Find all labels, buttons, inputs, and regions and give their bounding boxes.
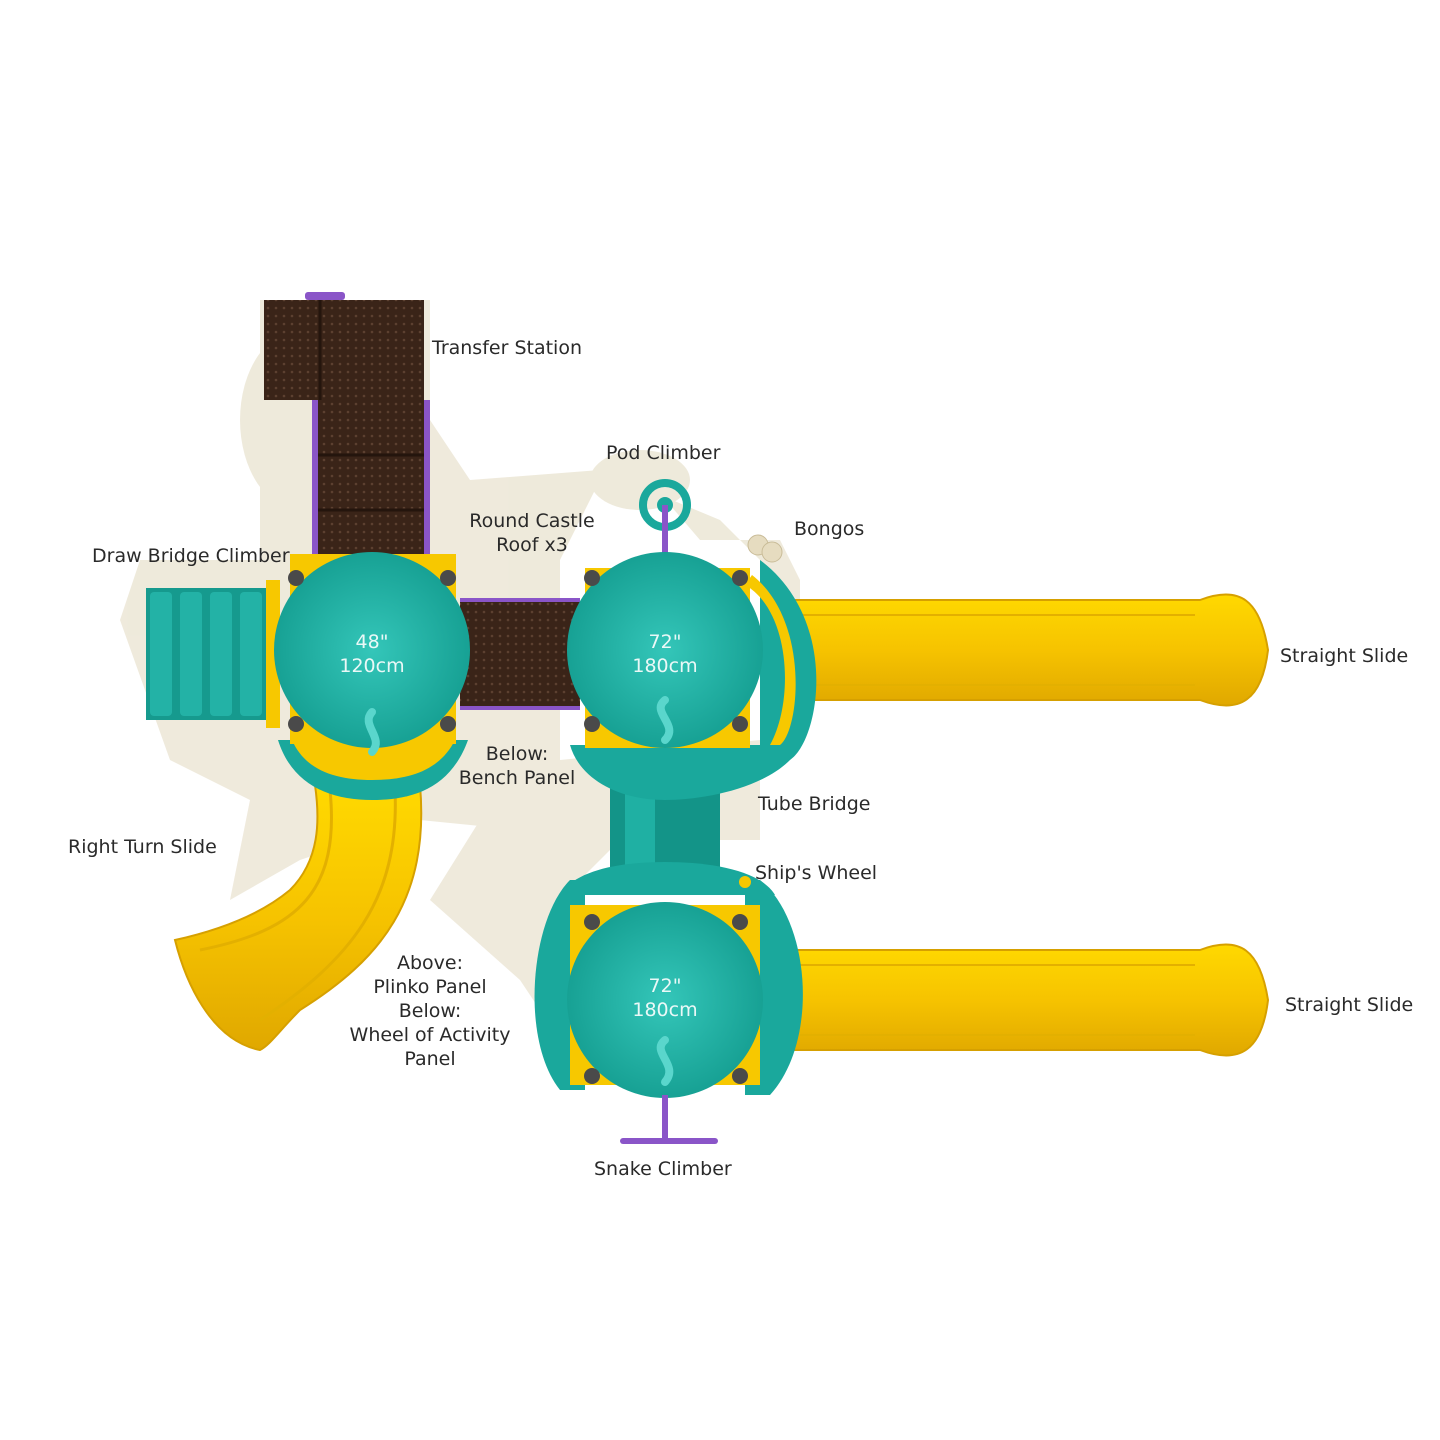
label-straight-slide-top: Straight Slide bbox=[1280, 645, 1409, 667]
bongos bbox=[747, 534, 783, 563]
label-round-castle-roof: Round Castle Roof x3 bbox=[462, 509, 602, 557]
label-activity-panels-line1: Above: bbox=[396, 952, 464, 974]
deck-48: 48" 120cm bbox=[274, 552, 470, 800]
snake-climber bbox=[620, 1095, 718, 1144]
right-turn-slide bbox=[173, 784, 423, 1052]
draw-bridge-climber bbox=[146, 580, 280, 728]
label-straight-slide-bottom: Straight Slide bbox=[1285, 994, 1414, 1016]
label-activity-panels-line2: Plinko Panel bbox=[373, 976, 487, 998]
label-right-turn-slide: Right Turn Slide bbox=[68, 836, 217, 858]
deck-72-bottom-size-in: 72" bbox=[649, 975, 682, 997]
straight-slide-bottom bbox=[789, 943, 1270, 1057]
label-tube-bridge: Tube Bridge bbox=[758, 793, 871, 815]
label-draw-bridge-climber: Draw Bridge Climber bbox=[92, 545, 290, 567]
pod-climber bbox=[639, 479, 691, 555]
deck-48-size-cm: 120cm bbox=[339, 655, 404, 677]
label-ships-wheel: Ship's Wheel bbox=[755, 862, 878, 884]
transfer-station bbox=[264, 292, 430, 558]
straight-slide-top bbox=[789, 593, 1270, 707]
label-activity-panels: Above: Plinko Panel Below: Wheel of Acti… bbox=[340, 951, 520, 1071]
label-transfer-station: Transfer Station bbox=[432, 337, 582, 359]
deck-48-size-in: 48" bbox=[356, 631, 389, 653]
deck-72-top: 72" 180cm bbox=[567, 552, 817, 800]
deck-connector bbox=[460, 598, 580, 710]
label-round-castle-roof-line1: Round Castle bbox=[469, 510, 595, 532]
label-bench-panel: Below: Bench Panel bbox=[446, 742, 588, 790]
label-round-castle-roof-line2: Roof x3 bbox=[496, 534, 568, 556]
ships-wheel-icon bbox=[739, 876, 751, 888]
label-pod-climber: Pod Climber bbox=[606, 442, 721, 464]
deck-72-bottom-size-cm: 180cm bbox=[632, 999, 697, 1021]
label-bench-panel-line1: Below: bbox=[485, 743, 549, 765]
label-snake-climber: Snake Climber bbox=[594, 1158, 732, 1180]
deck-72-bottom: 72" 180cm bbox=[534, 862, 803, 1098]
deck-72-top-size-cm: 180cm bbox=[632, 655, 697, 677]
label-activity-panels-line4: Wheel of Activity bbox=[349, 1024, 511, 1046]
label-activity-panels-line5: Panel bbox=[404, 1048, 456, 1070]
label-bench-panel-line2: Bench Panel bbox=[458, 767, 576, 789]
label-activity-panels-line3: Below: bbox=[398, 1000, 462, 1022]
label-bongos: Bongos bbox=[794, 518, 865, 540]
deck-72-top-size-in: 72" bbox=[649, 631, 682, 653]
